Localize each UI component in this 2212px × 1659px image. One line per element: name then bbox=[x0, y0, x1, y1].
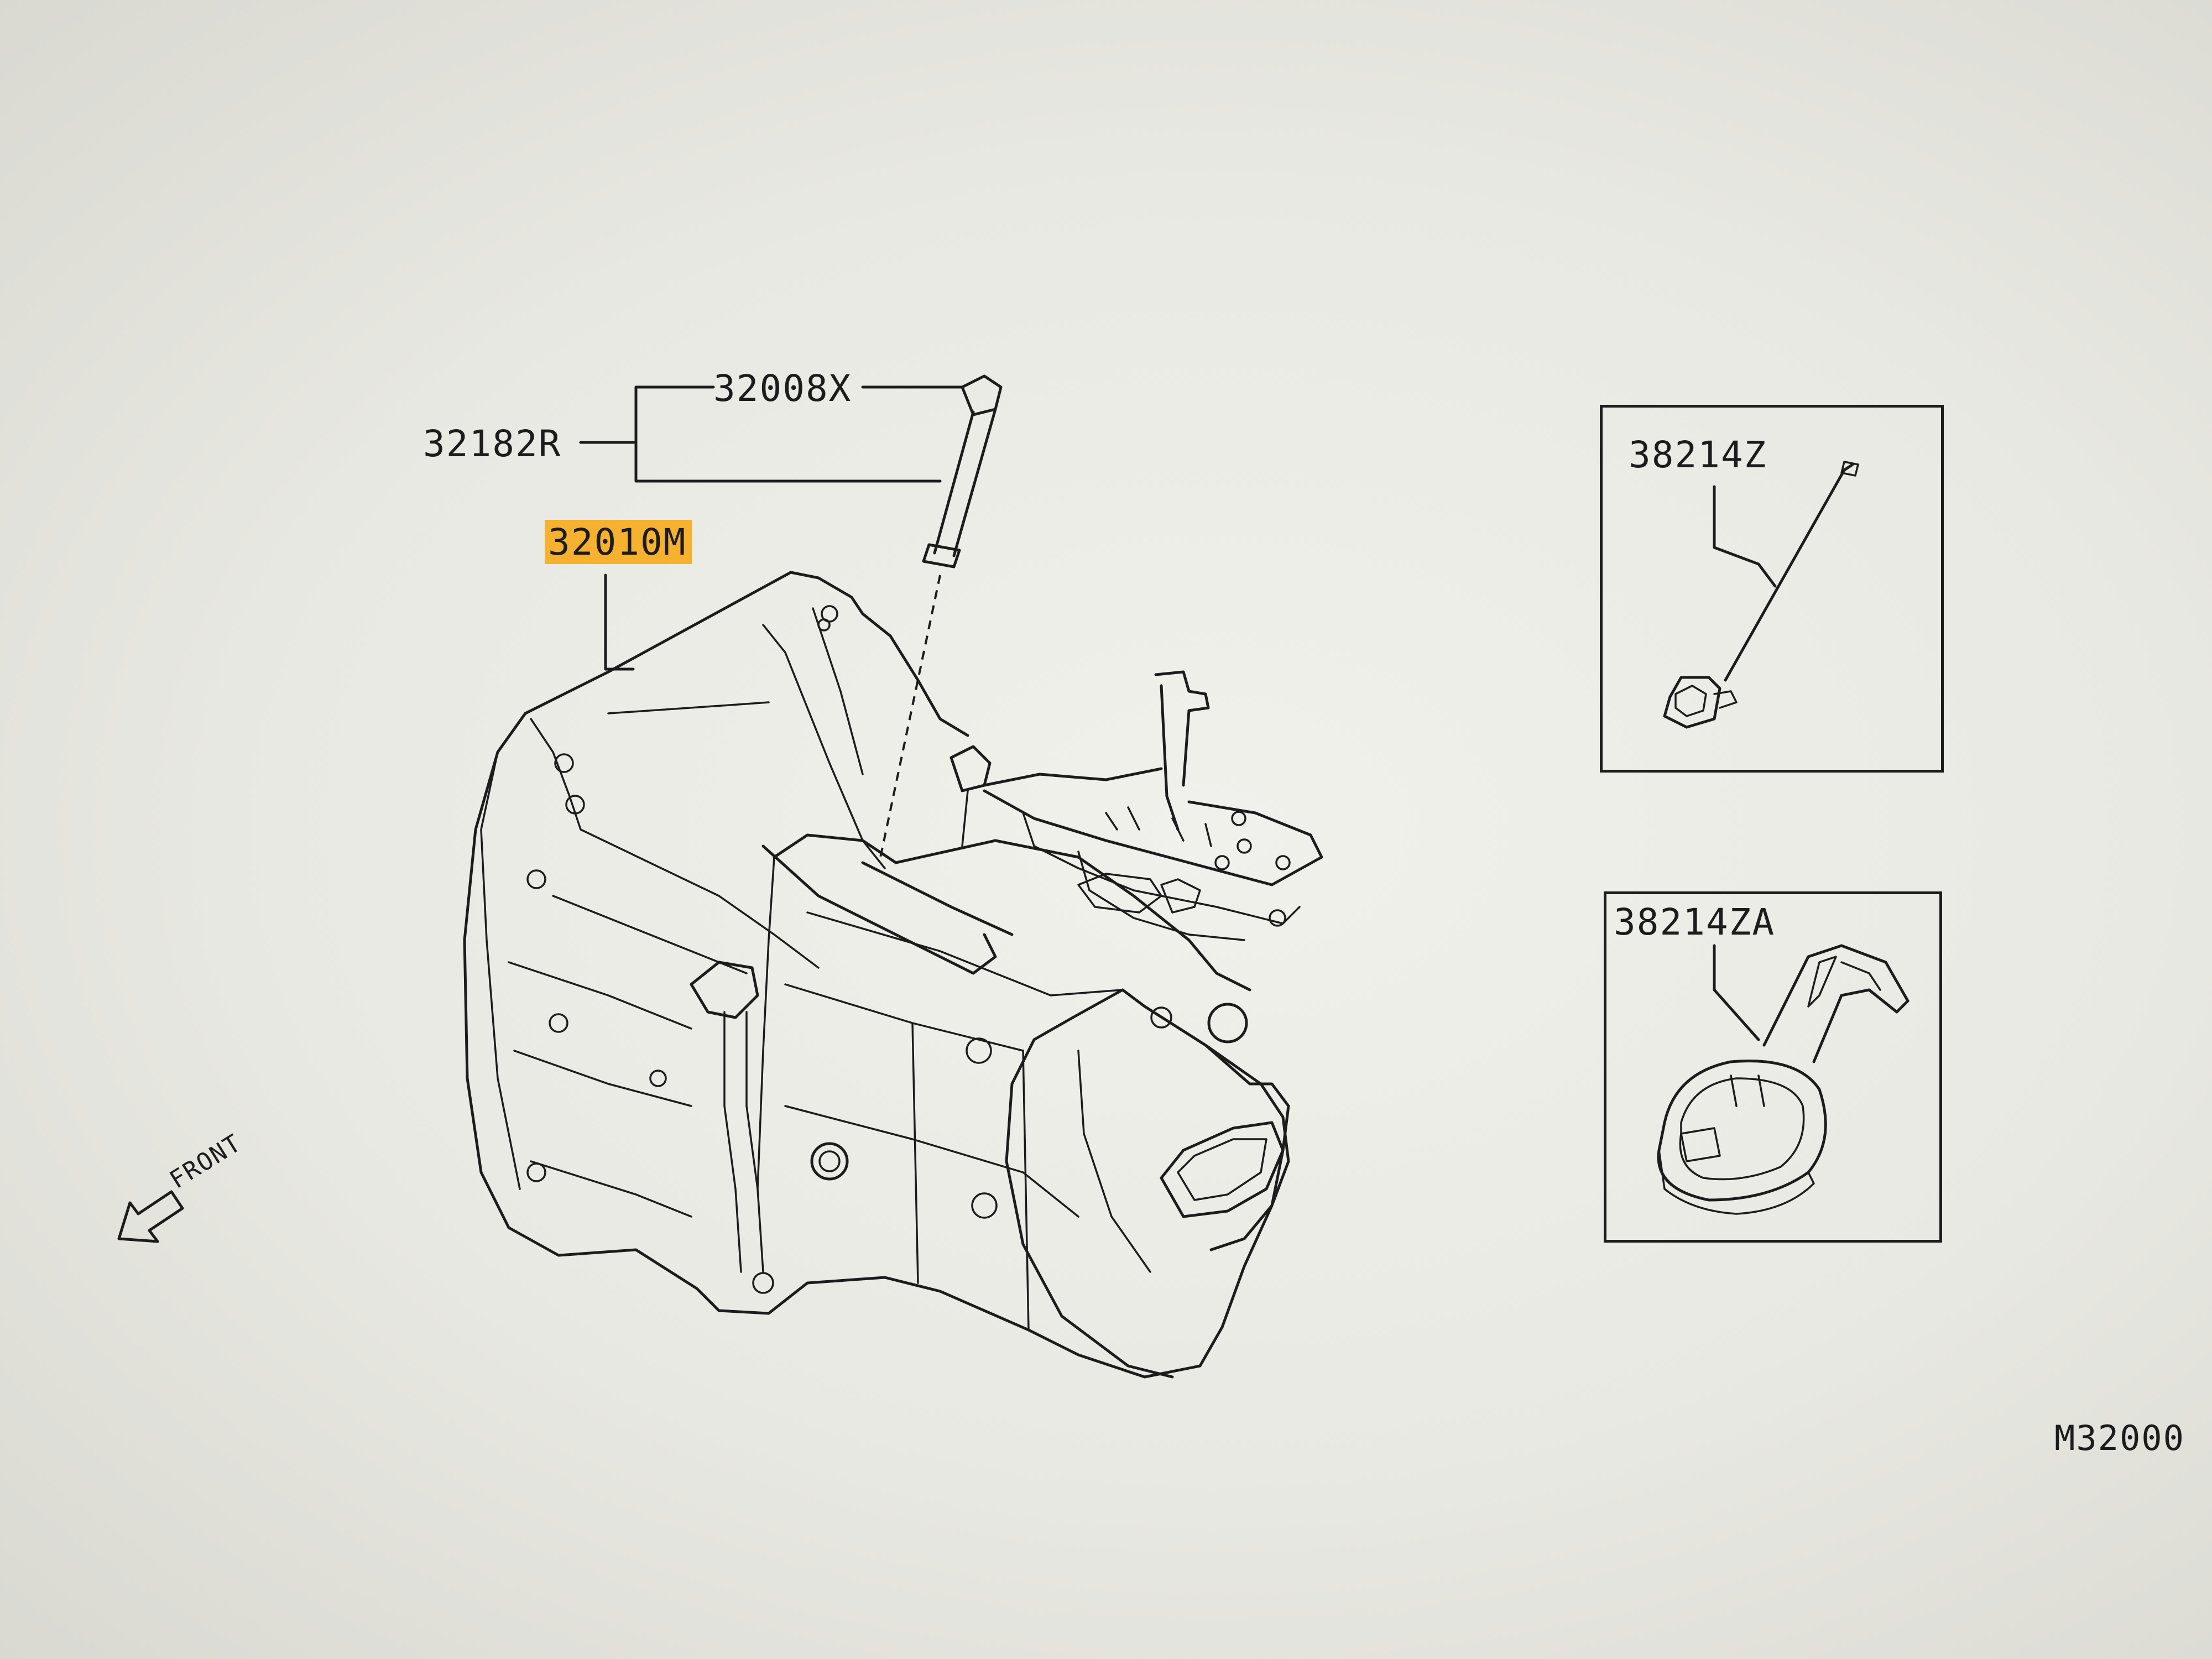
part-number-32010M-highlighted[interactable]: 32010M bbox=[545, 520, 692, 564]
part-number-32182R[interactable]: 32182R bbox=[423, 422, 562, 465]
figure-code: M32000 bbox=[2054, 1418, 2185, 1458]
harness-clip-drawing bbox=[1663, 461, 1859, 729]
inset-harness-bracket-box bbox=[1604, 891, 1942, 1243]
breather-tube bbox=[878, 374, 1003, 863]
front-direction-arrow bbox=[117, 1190, 184, 1243]
inset-harness-clip-box bbox=[1600, 405, 1944, 773]
part-number-38214Z[interactable]: 38214Z bbox=[1629, 434, 1767, 476]
leader-lines bbox=[579, 385, 964, 671]
transaxle-end-cover bbox=[1005, 988, 1290, 1379]
part-number-32008X[interactable]: 32008X bbox=[713, 367, 852, 410]
transaxle-housing bbox=[463, 571, 1290, 1379]
shift-control-assembly bbox=[950, 670, 1323, 941]
part-number-38214ZA[interactable]: 38214ZA bbox=[1614, 901, 1776, 943]
harness-bracket-drawing bbox=[1657, 944, 1910, 1215]
